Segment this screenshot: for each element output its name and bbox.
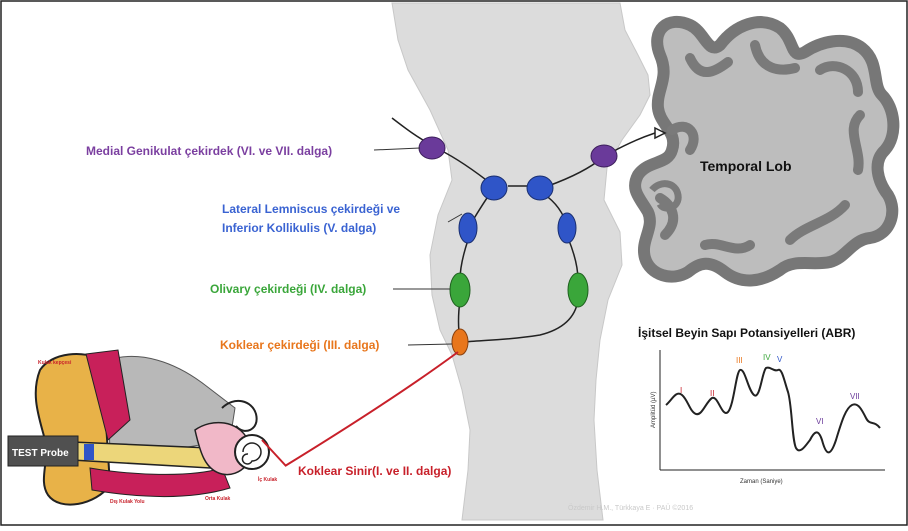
middle-ear-label: Orta Kulak (205, 496, 231, 502)
medial-geniculate-nucleus-right (591, 145, 617, 167)
medial-geniculate-nucleus-left (419, 137, 445, 159)
inner-ear-label: İç Kulak (258, 476, 277, 483)
label-lateral-lemniscus: Lateral Lemniscus çekirdeği ve (222, 202, 400, 216)
abr-peak-label: I (680, 386, 682, 395)
lateral-lemniscus-right (558, 213, 576, 243)
abr-title: İşitsel Beyin Sapı Potansiyelleri (ABR) (638, 325, 855, 340)
label-olivary: Olivary çekirdeği (IV. dalga) (210, 282, 366, 296)
abr-peak-label: III (736, 356, 743, 365)
abr-peak-label: VII (850, 392, 860, 401)
abr-x-label: Zaman (Saniye) (740, 479, 783, 485)
cochlear-nucleus (452, 329, 468, 355)
temporal-lobe-cortex (635, 22, 893, 281)
label-cochlear-nerve: Koklear Sinir(I. ve II. dalga) (298, 464, 451, 478)
abr-peak-label: II (710, 389, 714, 398)
test-probe-tip (84, 444, 94, 460)
label-medial-geniculate: Medial Genikulat çekirdek (VI. ve VII. d… (86, 144, 332, 158)
olivary-nucleus-right (568, 273, 588, 307)
abr-peak-label: IV (763, 353, 771, 362)
auricle-label: Kulak kepçesi (38, 360, 72, 366)
test-probe-label: TEST Probe (12, 448, 69, 459)
inferior-colliculus-left (481, 176, 507, 200)
label-inferior-colliculus: Inferior Kollikulis (V. dalga) (222, 221, 376, 235)
outer-canal-label: Dış Kulak Yolu (110, 499, 145, 505)
olivary-nucleus-left (450, 273, 470, 307)
lateral-lemniscus-left (459, 213, 477, 243)
credit-text: Özdemir H.M., Türkkaya E · PAÜ ©2016 (568, 504, 693, 512)
abr-peak-label: V (777, 355, 783, 364)
inferior-colliculus-right (527, 176, 553, 200)
label-cochlear-nucleus: Koklear çekirdeği (III. dalga) (220, 338, 379, 352)
abr-y-label: Amplitüd (µV) (651, 392, 657, 428)
label-temporal-lobe: Temporal Lob (700, 158, 792, 174)
abr-peak-label: VI (816, 417, 824, 426)
cochlea (235, 435, 269, 469)
